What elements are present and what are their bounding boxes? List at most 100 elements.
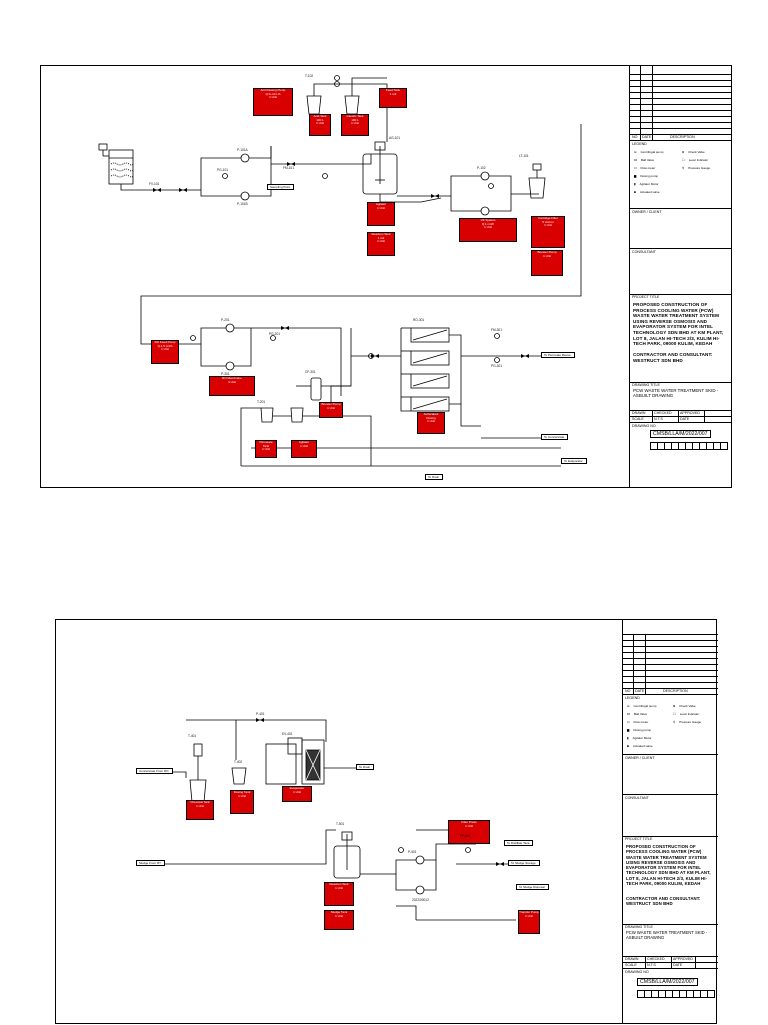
valve-icon: ⋈ <box>634 158 637 162</box>
drawing-label: DRAWING TITLE <box>625 925 653 929</box>
legend-item: ◙Actuated valve <box>627 744 653 748</box>
inlet-tag: Sludge From RT <box>136 860 165 866</box>
outlet-tag: To Drain <box>425 474 444 480</box>
legend-item: ⊖Centrifugal pump <box>634 150 664 154</box>
gauge-icon: ⚲ <box>673 720 676 724</box>
valve-icon: ⧗ <box>682 150 685 154</box>
pump-icon: ⊖ <box>634 150 637 154</box>
outlet-tag: To Drain <box>356 764 375 770</box>
outlet-tag: To Concentrate <box>541 434 569 440</box>
drawing-title: PCW WASTE WATER TREATMENT SKID - ASBUILT… <box>633 388 719 398</box>
instrument-tag: T-102 <box>305 74 314 78</box>
meta-date: DATE <box>673 963 683 967</box>
pump-icon: ▆ <box>627 728 630 732</box>
instrument-tag: FM-101 <box>283 166 294 170</box>
instrument-tag: RO-301 <box>413 318 425 322</box>
legend-item: ⧗Check Valve <box>673 704 696 708</box>
legend-item: ◙Actuated valve <box>634 190 660 194</box>
meta-date: DATE <box>680 417 690 421</box>
instrument-tag: PG-101 <box>217 168 228 172</box>
legend-item: ⊡Flow meter <box>634 166 656 170</box>
meta-scale: SCALE <box>625 963 637 967</box>
instrument-tag: P-101B <box>237 202 248 206</box>
legend-item: ▆Dosing pump <box>627 728 651 732</box>
client-label: OWNER / CLIENT <box>632 210 662 214</box>
inlet-tag: Concentrate From RO <box>136 768 173 774</box>
pump-icon: ▆ <box>634 174 637 178</box>
meta-checked: CHECKED <box>654 411 672 415</box>
project-title: PROPOSED CONSTRUCTION OF PROCESS COOLING… <box>633 302 724 347</box>
flowmeter-icon: ⊡ <box>627 720 630 724</box>
meta-approved: APPROVED <box>680 411 700 415</box>
instrument-tag: AG-101 <box>389 136 400 140</box>
legend-item: ▮Agitator Motor <box>634 182 659 186</box>
instrument-tag: PG-301 <box>491 364 502 368</box>
meta-scale: SCALE <box>632 417 644 421</box>
meta-drawn: DRAWN <box>625 957 639 961</box>
contractor-title: CONTRACTOR AND CONSULTANT: WESTRUCT SDN … <box>626 896 701 907</box>
instrument-tag: P-401 <box>256 712 265 716</box>
legend-title: LEGEND <box>632 142 647 146</box>
legend-item: ☐Level Indicator <box>673 712 700 716</box>
project-title: PROPOSED CONSTRUCTION OF PROCESS COOLING… <box>626 844 711 887</box>
gauge-icon: ☐ <box>682 158 685 162</box>
title-block: NO DATE DESCRIPTION LEGEND ⊖Centrifugal … <box>629 66 731 487</box>
rev-label-date: DATE <box>635 689 645 693</box>
project-label: PROJECT TITLE <box>632 295 660 299</box>
instrument-tag: P-102 <box>477 166 486 170</box>
legend-item: ⊖Centrifugal pump <box>627 704 657 708</box>
drawing-number: CMSB/LLA/M/2022/007 <box>650 430 711 439</box>
consultant-label: CONSULTANT <box>625 796 649 800</box>
instrument-tag: CF-301 <box>305 370 316 374</box>
instrument-tag: LT-101 <box>519 154 529 158</box>
instrument-tag: P-101A <box>237 148 248 152</box>
title-block: NO DATE DESCRIPTION LEGEND ⊖Centrifugal … <box>622 620 718 1023</box>
instrument-tag: P-501 <box>408 850 417 854</box>
rev-label-description: DESCRIPTION <box>670 135 695 139</box>
legend-item: ☐Level Indicator <box>682 158 709 162</box>
flowmeter-icon: ⊡ <box>634 166 637 170</box>
instrument-tag: FM-301 <box>491 328 502 332</box>
instrument-tag: PG-201 <box>269 332 280 336</box>
gauge-icon: ⚲ <box>682 166 685 170</box>
outlet-tag: Sampling Point <box>267 184 295 190</box>
motor-icon: ▮ <box>634 182 636 186</box>
valve-icon: ◙ <box>634 190 636 194</box>
rev-label-no: NO <box>632 135 638 139</box>
outlet-tag: To Sludge Disposal <box>516 884 549 890</box>
drawing-number: CMSB/LLA/M/2022/007 <box>637 978 698 987</box>
legend-item: ⋈Ball Valve <box>627 712 648 716</box>
legend-item: ⚲Pressure Gauge <box>682 166 711 170</box>
legend-item: ⧗Check Valve <box>682 150 705 154</box>
rev-label-no: NO <box>625 689 631 693</box>
consultant-label: CONSULTANT <box>632 250 656 254</box>
project-label: PROJECT TITLE <box>625 837 653 841</box>
stamp-text: 2022/00012 <box>412 898 429 902</box>
legend-item: ⚲Pressure Gauge <box>673 720 702 724</box>
gauge-icon: ☐ <box>673 712 676 716</box>
instrument-tag: T-401 <box>188 734 197 738</box>
legend-item: ⊡Flow meter <box>627 720 649 724</box>
instrument-tag: FP-501 <box>460 834 471 838</box>
outlet-tag: To Distillate Tank <box>504 840 534 846</box>
instrument-tag: FV-101 <box>149 182 160 186</box>
motor-icon: ▮ <box>627 736 629 740</box>
valve-icon: ⋈ <box>627 712 630 716</box>
